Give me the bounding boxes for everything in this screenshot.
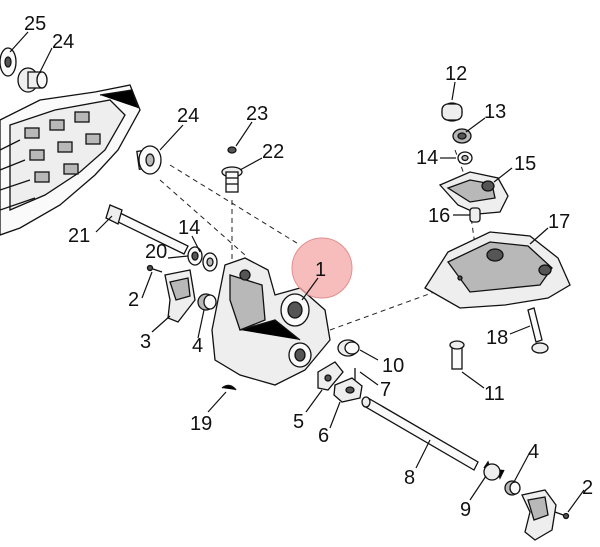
- callout-2: 2: [128, 289, 139, 311]
- part-14-washer-right: [457, 151, 473, 165]
- part-14-washer-left: [202, 252, 218, 272]
- leader-lines: [9, 31, 585, 513]
- callout-14: 14: [416, 147, 438, 169]
- highlight-circle: [291, 237, 353, 299]
- callout-5: 5: [293, 411, 304, 433]
- callout-8: 8: [404, 467, 415, 489]
- part-12-cap: [441, 102, 463, 122]
- part-4-spacer-right: [504, 480, 521, 496]
- housing-assembly: [0, 84, 141, 236]
- callout-24: 24: [52, 31, 74, 53]
- part-15-ratchet: [438, 171, 509, 215]
- part-3-lever-left: [164, 269, 196, 323]
- part-6-block: [333, 377, 363, 403]
- callout-17: 17: [548, 211, 570, 233]
- part-22-bolt: [221, 166, 243, 193]
- callout-21: 21: [68, 225, 90, 247]
- part-19-clip: [221, 384, 237, 391]
- callout-24: 24: [177, 105, 199, 127]
- callout-12: 12: [445, 63, 467, 85]
- callout-15: 15: [514, 153, 536, 175]
- callout-13: 13: [484, 101, 506, 123]
- part-4-spacer-left: [197, 293, 217, 311]
- callout-14: 14: [178, 217, 200, 239]
- callout-2: 2: [582, 477, 593, 499]
- part-2-pin-left: [146, 264, 163, 273]
- part-9-spring: [483, 460, 505, 481]
- callout-18: 18: [486, 327, 508, 349]
- part-17-plate: [424, 231, 571, 309]
- part-1-main-bracket: [211, 257, 331, 386]
- part-23-screw: [227, 146, 237, 154]
- callout-10: 10: [382, 355, 404, 377]
- part-10-nut: [337, 339, 360, 357]
- callout-7: 7: [380, 379, 391, 401]
- callout-4: 4: [528, 441, 539, 463]
- callout-16: 16: [428, 205, 450, 227]
- part-24-bushing: [136, 145, 162, 175]
- part-21-long-bolt: [105, 204, 189, 255]
- callout-20: 20: [145, 241, 167, 263]
- part-25-washer: [0, 47, 17, 77]
- callout-23: 23: [246, 103, 268, 125]
- callout-4: 4: [192, 335, 203, 357]
- callout-labels: 25 24 24 23 22 21 14 20 2 3 4 1 12 13 14…: [24, 13, 593, 521]
- callout-22: 22: [262, 141, 284, 163]
- callout-1: 1: [315, 259, 326, 281]
- part-16-pin: [469, 207, 481, 223]
- part-24-bushing-upper: [17, 67, 48, 93]
- part-3-lever-right: [521, 489, 557, 541]
- part-20-washer: [187, 246, 203, 266]
- callout-9: 9: [460, 499, 471, 521]
- part-8-shaft: [361, 396, 479, 471]
- callout-25: 25: [24, 13, 46, 35]
- part-2-pin-right: [554, 511, 570, 520]
- part-5-link: [317, 361, 344, 391]
- part-18-bolt: [527, 307, 549, 354]
- part-13-nut: [452, 128, 472, 144]
- callout-19: 19: [190, 413, 212, 435]
- callout-11: 11: [484, 383, 505, 405]
- part-11-bolt: [449, 340, 465, 370]
- callout-6: 6: [318, 425, 329, 447]
- callout-3: 3: [140, 331, 151, 353]
